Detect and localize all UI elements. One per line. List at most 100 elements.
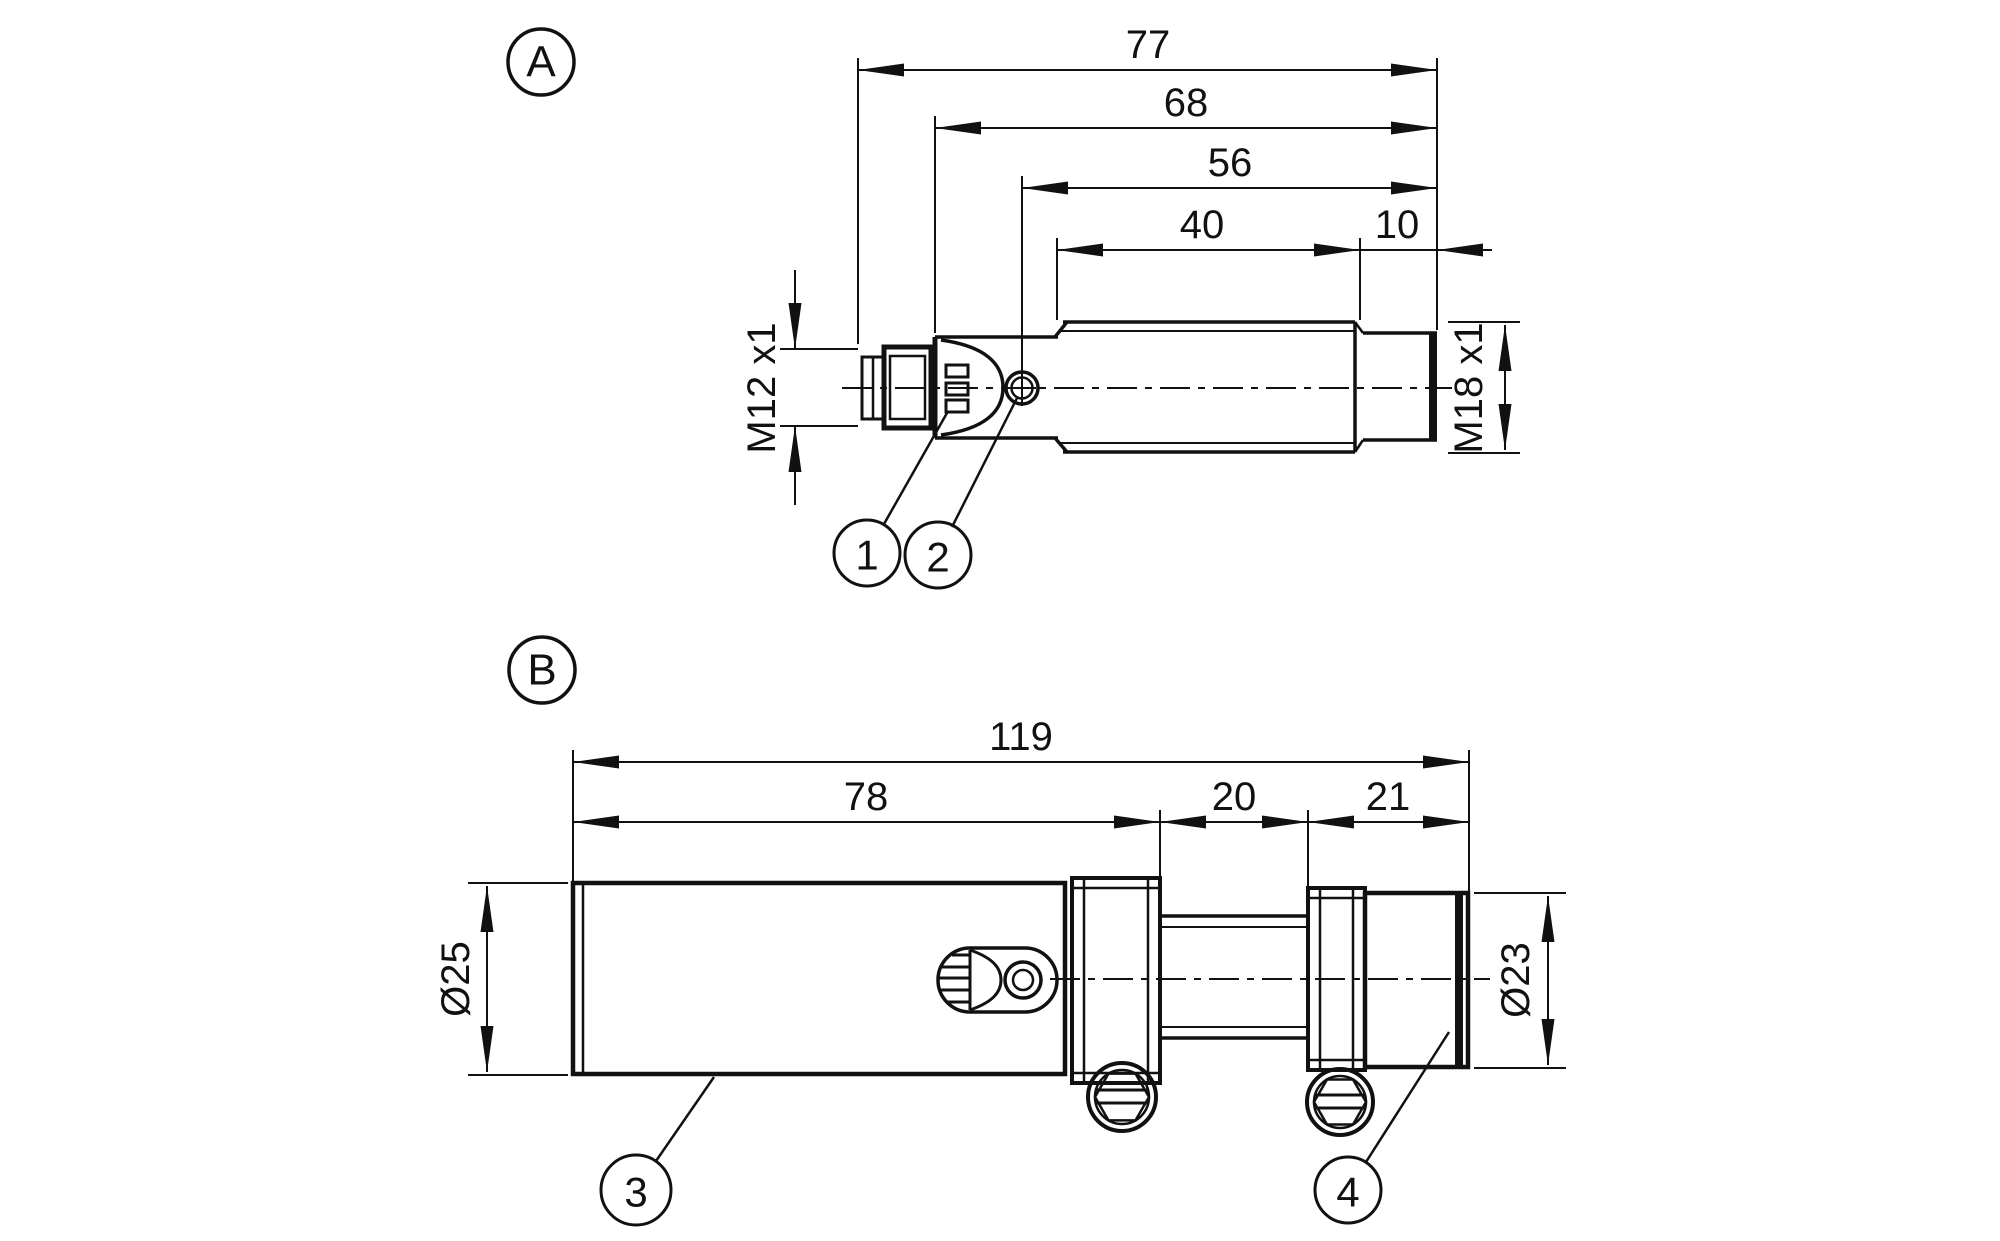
view-a-label: A <box>526 38 556 87</box>
arrowhead-up-icon <box>788 426 802 472</box>
mounting-clamp-rear <box>1070 876 1162 1133</box>
dim-119-label: 119 <box>989 715 1053 759</box>
dimension-screw-to-face: 56 <box>1022 141 1437 195</box>
arrowhead-left-icon <box>1160 815 1206 829</box>
dimension-body-diameter: Ø25 <box>434 882 568 1076</box>
led-square <box>944 398 970 414</box>
thread-m18-label: M18 x1 <box>1447 322 1491 453</box>
dimension-overall-length-b: 119 <box>573 715 1469 769</box>
callout-led: 1 <box>832 412 949 588</box>
dimension-segments-b: 78 20 21 <box>573 775 1469 829</box>
connector-nut-inner <box>888 354 927 421</box>
mid-section-b <box>1160 914 1308 1040</box>
arrowhead-up-icon <box>1498 325 1512 371</box>
arrowhead-left-icon <box>1022 181 1068 195</box>
dimension-connector-thread: M12 x1 <box>740 270 858 505</box>
led-square <box>944 363 970 379</box>
callout-head: 4 <box>1313 1031 1451 1225</box>
clamp-screw-front <box>1305 1067 1375 1137</box>
led-square <box>944 381 970 397</box>
view-a-label-badge: A <box>506 27 576 97</box>
arrowhead-up-icon <box>480 886 494 932</box>
view-b-label-badge: B <box>507 635 577 705</box>
callout-4-circle <box>1313 1155 1383 1225</box>
view-b: B 119 78 20 21 <box>434 635 1566 1227</box>
arrowhead-right-icon <box>1262 815 1308 829</box>
dimension-overall-length-a: 77 <box>858 23 1437 77</box>
screw-hex-socket <box>1093 1072 1151 1122</box>
dim-40-label: 40 <box>1180 203 1225 247</box>
view-b-label: B <box>527 646 556 695</box>
screw-inner-circle <box>1011 968 1035 992</box>
view-a-label-circle <box>506 27 576 97</box>
dia-23-label: Ø23 <box>1494 942 1538 1018</box>
thread-m12-label: M12 x1 <box>740 322 784 453</box>
callout-1-label: 1 <box>855 532 878 579</box>
arrowhead-right-icon <box>1391 181 1437 195</box>
leader-line <box>1364 1031 1451 1163</box>
arrowhead-down-icon <box>1498 404 1512 450</box>
arrowhead-right-icon <box>1391 63 1437 77</box>
screw-outer-circle <box>1003 960 1043 1000</box>
dim-10-label: 10 <box>1375 203 1420 247</box>
dim-78-label: 78 <box>844 775 889 819</box>
arrowhead-right-icon <box>1423 755 1469 769</box>
arrowhead-left-icon <box>1057 243 1103 257</box>
clamp-outline <box>1070 876 1162 1085</box>
dim-77-label: 77 <box>1126 23 1171 67</box>
arrowhead-down-icon <box>788 303 802 349</box>
dimension-head-diameter: Ø23 <box>1474 892 1566 1069</box>
arrowhead-left-icon <box>573 815 619 829</box>
view-a: A 77 68 56 <box>506 23 1520 590</box>
view-b-label-circle <box>507 635 577 705</box>
dim-68-label: 68 <box>1164 81 1209 125</box>
chamfer-line <box>1053 320 1069 339</box>
dia-25-label: Ø25 <box>434 941 478 1017</box>
arrowhead-right-icon <box>1391 121 1437 135</box>
sensor-rear-housing <box>932 335 1058 440</box>
arrowhead-left-icon <box>935 121 981 135</box>
leader-line <box>882 412 949 525</box>
callout-1-circle <box>832 518 902 588</box>
dim-56-label: 56 <box>1208 141 1253 185</box>
screw-head-outer <box>1305 1067 1375 1137</box>
body-outline <box>570 880 1068 1077</box>
extension-lines-a <box>857 58 1438 406</box>
callout-body: 3 <box>599 1076 716 1227</box>
dimension-thread-and-tip: 40 10 <box>1057 203 1492 257</box>
head-outline <box>1362 890 1471 1070</box>
screw-outer-circle <box>1004 370 1040 406</box>
callout-screw: 2 <box>903 397 1019 590</box>
sensor-body-b <box>570 880 1068 1077</box>
arrowhead-left-icon <box>573 755 619 769</box>
callout-2-label: 2 <box>926 534 949 581</box>
arrowhead-left-icon <box>858 63 904 77</box>
window-dome-profile <box>969 948 1003 1012</box>
window-capsule <box>936 946 1059 1014</box>
arrowhead-down-icon <box>480 1026 494 1072</box>
screw-hex-socket <box>1312 1078 1368 1126</box>
mounting-clamp-front <box>1305 886 1375 1137</box>
leader-line <box>950 397 1019 528</box>
chamfer-line <box>1353 439 1365 453</box>
arrowhead-outside-icon <box>1437 243 1483 257</box>
led-indicator-squares <box>944 363 970 414</box>
screw-head-inner <box>1093 1068 1151 1126</box>
chamfer-line <box>1353 321 1365 334</box>
housing-dome-profile <box>940 338 1005 437</box>
dim-21-label: 21 <box>1366 775 1411 819</box>
arrowhead-down-icon <box>1541 1019 1555 1065</box>
adjustment-window <box>936 946 1059 1014</box>
sensor-head-b <box>1362 890 1471 1070</box>
screw-head-inner <box>1312 1074 1368 1130</box>
sensor-barrel-a <box>1053 320 1437 454</box>
dimension-barrel-thread: M18 x1 <box>1447 321 1520 454</box>
arrowhead-right-icon <box>1314 243 1360 257</box>
callout-2-circle <box>903 520 973 590</box>
arrowhead-left-icon <box>1308 815 1354 829</box>
adjustment-screw-icon <box>1004 370 1040 406</box>
extension-lines-b <box>572 750 1470 891</box>
leader-line <box>654 1076 716 1162</box>
